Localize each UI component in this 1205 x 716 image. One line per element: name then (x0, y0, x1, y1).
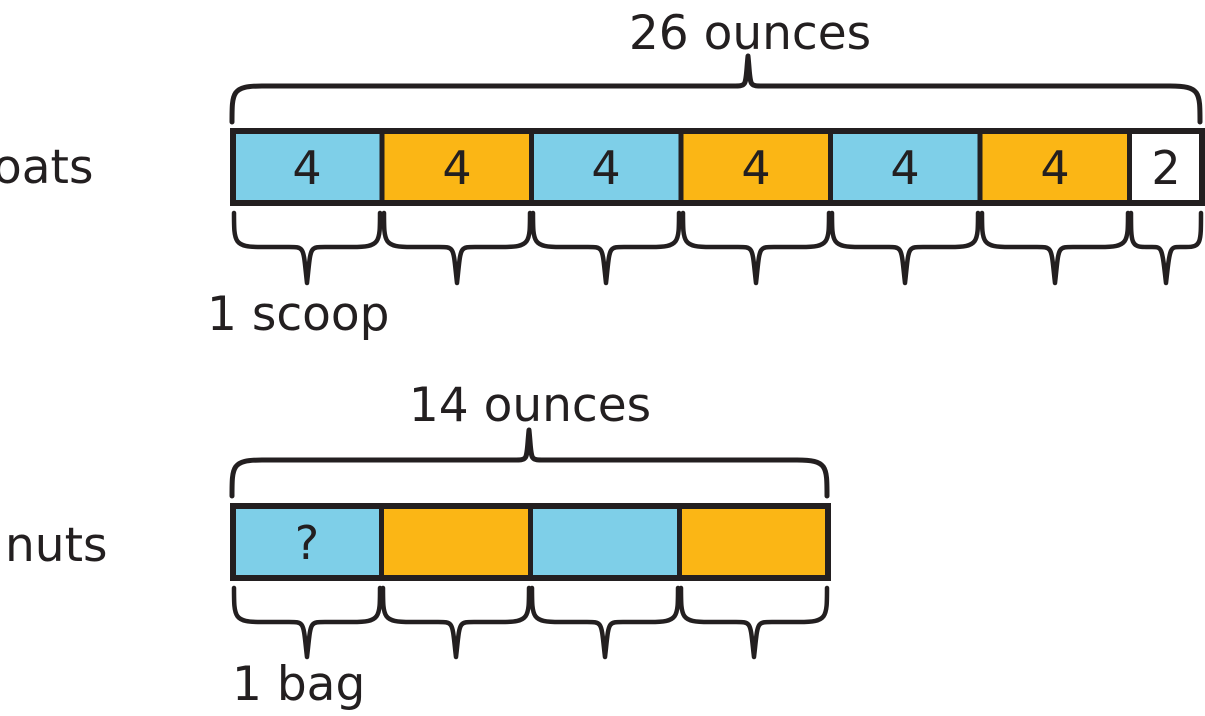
oats-unit-brace-1 (231, 210, 383, 286)
nuts-cell-3 (528, 503, 682, 581)
nuts-bar (230, 503, 831, 581)
nuts-unit-brace-3 (529, 585, 681, 660)
nuts-cell-4 (677, 503, 831, 581)
oats-bar (230, 128, 1205, 206)
nuts-unit-braces (231, 585, 830, 660)
oats-unit-brace-4 (680, 210, 832, 286)
unit-caption-bag: 1 bag (232, 657, 366, 712)
row-label-nuts: nuts (5, 518, 108, 573)
nuts-unit-brace-2 (380, 585, 532, 660)
nuts-bar-outline (230, 503, 831, 581)
oats-unit-brace-5 (829, 210, 981, 286)
row-label-oats: oats (0, 140, 94, 195)
oats-cell-value-1: 4 (292, 141, 321, 195)
nuts-unit-brace-1 (231, 585, 383, 660)
oats-cell-value-3: 4 (591, 141, 620, 195)
oats-cell-value-2: 4 (442, 141, 471, 195)
unit-caption-scoop: 1 scoop (207, 287, 390, 342)
oats-cell-value-7: 2 (1151, 141, 1180, 195)
oats-bar-outline (230, 128, 1205, 206)
oats-unit-brace-2 (381, 210, 533, 286)
oats-cell-value-6: 4 (1040, 141, 1069, 195)
nuts-cell-2 (379, 503, 533, 581)
oats-cell-value-5: 4 (890, 141, 919, 195)
nuts-total-brace (229, 427, 830, 499)
oats-total-brace (229, 53, 1203, 125)
oats-unit-braces (231, 210, 1204, 286)
total-label-nuts: 14 ounces (408, 378, 652, 433)
oats-unit-brace-3 (530, 210, 682, 286)
oats-unit-brace-6 (979, 210, 1131, 286)
nuts-unit-brace-4 (678, 585, 830, 660)
total-label-oats: 26 ounces (628, 6, 872, 61)
oats-unit-brace-7 (1128, 210, 1204, 286)
nuts-cell-value-1: ? (295, 516, 319, 570)
oats-cell-value-4: 4 (741, 141, 770, 195)
